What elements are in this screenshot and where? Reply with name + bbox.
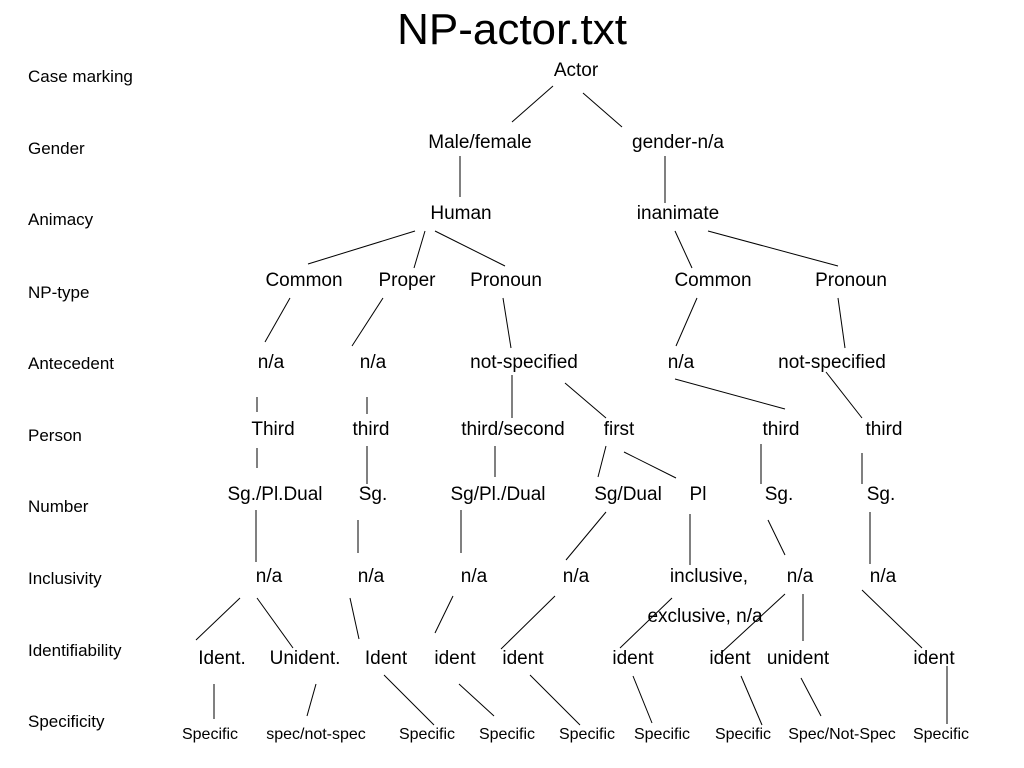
row-label-gender: Gender [28,139,85,158]
node-antecedent-not-specified: not-specified [470,352,578,373]
node-person-first: first [603,419,635,440]
node-number-sg-dual: Sg/Dual [594,484,662,505]
node-number-sg: Sg. [358,484,388,505]
edge [825,371,863,419]
node-identifiability-ident: ident [709,648,751,669]
edge [861,589,923,649]
edge [351,297,384,347]
row-label-antecedent: Antecedent [28,354,115,373]
row-label-specificity: Specificity [28,712,105,731]
node-antecedent-na: n/a [359,352,387,373]
node-common-inanimate: Common [674,270,752,291]
node-inclusivity-na: n/a [255,566,283,587]
row-label-case-marking: Case marking [28,67,133,86]
edge [529,674,581,726]
node-person-third-second: third/second [461,419,565,440]
edge [632,675,653,724]
node-inclusivity-na: n/a [357,566,385,587]
node-common-human: Common [265,270,343,291]
edge [511,85,554,123]
node-identifiability-ident: Ident [364,648,408,669]
node-identifiability-ident: ident [913,648,955,669]
page-title: NP-actor.txt [397,5,627,54]
node-antecedent-not-specified: not-specified [778,352,886,373]
node-pronoun-human: Pronoun [470,270,542,291]
node-identifiability-unident: unident [766,648,830,669]
row-label-animacy: Animacy [28,210,94,229]
edge [582,92,623,128]
edge [434,230,506,267]
edge [502,297,512,349]
node-antecedent-na: n/a [667,352,695,373]
node-specificity-specific: Specific [714,726,772,743]
node-gender-na: gender-n/a [632,132,724,153]
node-human: Human [430,203,492,224]
edge [675,297,698,347]
row-label-number: Number [28,497,89,516]
edge [564,382,607,419]
edge [383,674,435,726]
node-inclusivity-exclusive-na: exclusive, n/a [647,606,763,627]
edge [264,297,291,343]
edge [413,230,426,269]
row-label-np-type: NP-type [28,283,90,302]
edge [500,595,556,650]
edge [565,511,607,561]
edge [195,597,241,641]
row-label-person: Person [28,426,82,445]
edge [767,519,786,556]
node-antecedent-na: n/a [257,352,285,373]
edge [837,297,846,349]
row-label-inclusivity: Inclusivity [28,569,102,588]
node-male-female: Male/female [428,132,532,153]
edge [306,683,317,717]
node-specificity-specific: Specific [181,726,239,743]
edge [458,683,495,717]
node-specificity-specific: Specific [912,726,970,743]
node-identifiability-unident: Unident. [269,648,341,669]
node-person-third: third [865,419,903,440]
node-identifiability-ident: ident [612,648,654,669]
edge [434,595,454,634]
edge [307,230,416,265]
edge [597,445,607,478]
node-number-sg-pl-dual: Sg./Pl.Dual [227,484,323,505]
edge [623,451,677,479]
node-person-third: third [762,419,800,440]
edge [800,677,822,717]
node-specificity-specific: Specific [398,726,456,743]
node-pronoun-inanimate: Pronoun [815,270,887,291]
edge [740,675,763,726]
row-label-identifiability: Identifiability [28,641,122,660]
node-inclusivity-na: n/a [562,566,590,587]
node-proper-human: Proper [378,270,436,291]
node-number-sg: Sg. [764,484,794,505]
node-inclusivity-na: n/a [869,566,897,587]
node-number-sg-pl-dual: Sg/Pl./Dual [450,484,546,505]
node-specificity-spec-not-spec: spec/not-spec [266,726,366,743]
edge [349,597,360,640]
node-number-sg: Sg. [866,484,896,505]
edge [256,597,294,649]
node-inanimate: inanimate [636,203,720,224]
node-specificity-specific: Specific [633,726,691,743]
edge [674,378,786,410]
node-identifiability-ident: ident [502,648,544,669]
edge [674,230,693,269]
edge [707,230,839,267]
node-inclusivity-na: n/a [786,566,814,587]
node-person-third: Third [251,419,295,440]
node-specificity-specific: Specific [478,726,536,743]
node-person-third: third [352,419,390,440]
node-specificity-spec-not-spec: Spec/Not-Spec [788,726,896,743]
node-identifiability-ident: ident [434,648,476,669]
node-identifiability-ident: Ident. [198,648,246,669]
node-inclusivity-inclusive: inclusive, [669,566,749,587]
node-number-pl: Pl [689,484,707,505]
node-inclusivity-na: n/a [460,566,488,587]
node-actor: Actor [553,60,599,81]
node-specificity-specific: Specific [558,726,616,743]
